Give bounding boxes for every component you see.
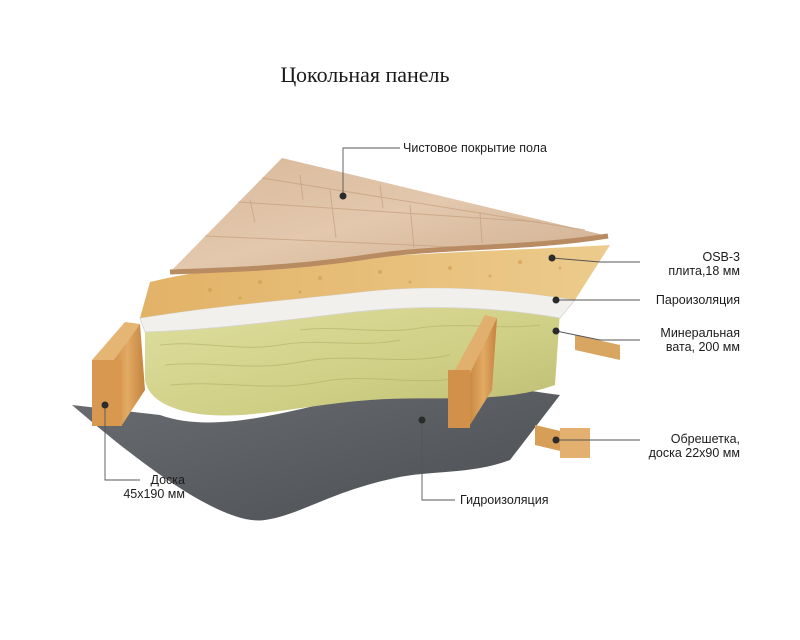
finish-floor-layer: [170, 158, 608, 272]
waterproofing-layer: [72, 383, 560, 521]
board-right-side: [470, 318, 497, 425]
label-battens-line1: Обрешетка,: [670, 432, 740, 446]
diagram-title: Цокольная панель: [280, 62, 450, 87]
floor-edge: [169, 233, 609, 275]
board-right-front: [448, 370, 470, 428]
label-osb-line2: плита,18 мм: [668, 264, 740, 278]
osb-layer: [140, 245, 610, 318]
callout-lines: [104, 147, 640, 501]
label-board-line1: Доска: [150, 473, 185, 487]
board-left-top: [92, 322, 140, 365]
label-board: Доска 45х190 мм: [100, 473, 185, 501]
floor-planks: [204, 174, 586, 249]
board-right-top: [455, 315, 497, 373]
label-osb: OSB-3 плита,18 мм: [640, 250, 740, 278]
callout-dots: [101, 192, 560, 444]
label-finish-floor: Чистовое покрытие пола: [403, 141, 547, 155]
label-vapor-barrier: Пароизоляция: [655, 293, 740, 307]
batten-right-end: [560, 428, 590, 458]
label-battens-line2: доска 22х90 мм: [648, 446, 740, 460]
vapor-barrier-layer: [139, 287, 576, 333]
label-waterproofing: Гидроизоляция: [460, 493, 549, 507]
board-left-front: [92, 360, 122, 426]
osb-texture: [208, 260, 562, 300]
label-mineral-wool: Минеральная вата, 200 мм: [640, 326, 740, 354]
wool-texture: [159, 324, 541, 387]
label-mineral-wool-line2: вата, 200 мм: [665, 340, 740, 354]
label-mineral-wool-line1: Минеральная: [660, 326, 740, 340]
label-osb-line1: OSB-3: [702, 250, 740, 264]
label-battens: Обрешетка, доска 22х90 мм: [620, 432, 740, 460]
batten-right-top: [575, 335, 620, 360]
label-board-line2: 45х190 мм: [123, 487, 185, 501]
